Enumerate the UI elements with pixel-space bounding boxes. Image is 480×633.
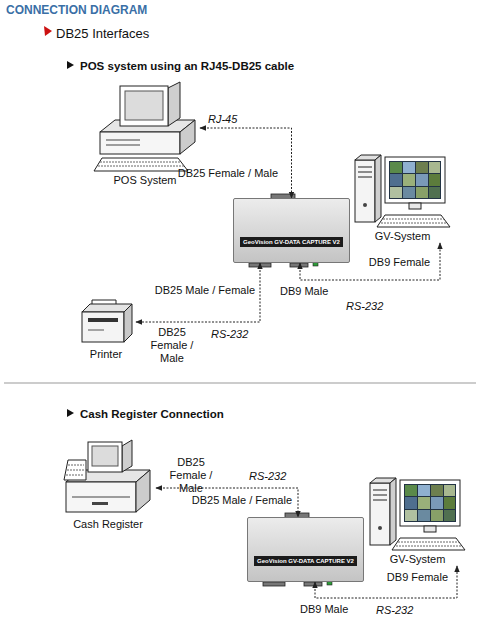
section-heading: DB25 Interfaces — [56, 26, 149, 42]
gv-system: GV-System — [353, 155, 452, 243]
gv-system-illustration — [370, 478, 465, 550]
node-label: Cash Register — [60, 518, 156, 531]
cable-connector — [136, 263, 260, 322]
bullet-marker — [67, 409, 74, 417]
pos-illustration-part — [98, 166, 184, 167]
subsection-heading: POS system using an RJ45-DB25 cable — [80, 59, 294, 73]
cash-register-illustration-part — [88, 442, 122, 472]
gv-system-illustration — [355, 155, 450, 227]
edge-label: RS-232 — [375, 604, 414, 617]
page-title: CONNECTION DIAGRAM — [6, 4, 147, 17]
cash-register-illustration-part — [68, 465, 84, 466]
connector-name: DB25 Male / Female — [188, 494, 292, 507]
cash-register-illustration-part — [64, 460, 86, 480]
connector-name: DB25 Female / Male — [168, 167, 278, 180]
connector-name: DB25 Female / Male — [158, 456, 224, 495]
pos-illustration-part — [100, 132, 180, 154]
capture-device: GeoVision GV-DATA CAPTURE V2 — [247, 517, 364, 582]
cash-register-illustration — [64, 440, 150, 512]
edge-label: RS-232 — [210, 328, 249, 341]
printer-illustration-part — [88, 330, 104, 331]
cash-register-illustration-part — [66, 475, 84, 476]
capture-device: GeoVision GV-DATA CAPTURE V2 — [233, 198, 350, 263]
connector-name: DB25 Male / Female — [148, 284, 255, 297]
printer-illustration-part — [124, 304, 132, 342]
pos-illustration-part — [180, 120, 195, 154]
edge-label: RJ-45 — [207, 113, 238, 126]
section-divider — [4, 383, 476, 384]
connector-name: DB9 Female — [358, 256, 430, 269]
cash-register-illustration-part — [72, 497, 130, 498]
node-label: GV-System — [368, 553, 467, 566]
pos-illustration-part — [106, 145, 140, 146]
subsection-heading: Cash Register Connection — [80, 407, 224, 421]
cash-register-illustration-part — [92, 502, 108, 505]
connector-name: DB9 Male — [280, 285, 328, 298]
connector-name: DB9 Male — [300, 603, 348, 616]
cash-register-illustration-part — [66, 482, 136, 512]
device-label: GeoVision GV-DATA CAPTURE V2 — [240, 237, 343, 247]
pos-illustration-part — [168, 82, 180, 126]
cash-register-illustration-part — [92, 446, 118, 466]
connector-name: DB25 Female / Male — [140, 326, 204, 365]
cash-register: Cash Register — [60, 436, 156, 531]
printer-illustration-part — [82, 312, 124, 342]
pos-illustration-part — [120, 86, 168, 126]
pos-illustration-part — [125, 91, 163, 120]
gv-system: GV-System — [368, 478, 467, 566]
pos-illustration-part — [106, 140, 140, 141]
connector-name: DB9 Female — [372, 571, 448, 584]
printer-illustration-part — [88, 318, 118, 322]
bullet-marker — [44, 26, 52, 36]
printer-illustration — [82, 300, 132, 342]
cash-register-illustration-part — [136, 470, 150, 512]
cash-register-illustration-part — [67, 470, 84, 471]
printer: Printer — [76, 293, 136, 361]
pos-illustration-part — [94, 158, 188, 171]
pos-illustration-part — [100, 162, 181, 163]
cash-register-illustration-part — [122, 440, 132, 472]
bullet-marker — [67, 61, 74, 69]
device-label: GeoVision GV-DATA CAPTURE V2 — [254, 556, 357, 566]
node-label: GV-System — [353, 230, 452, 243]
edge-label: RS-232 — [345, 300, 384, 313]
cable-connector — [156, 488, 298, 517]
edge-label: RS-232 — [248, 470, 287, 483]
pos-illustration — [94, 82, 195, 171]
node-label: Printer — [76, 348, 136, 361]
cable-connector — [200, 128, 292, 198]
